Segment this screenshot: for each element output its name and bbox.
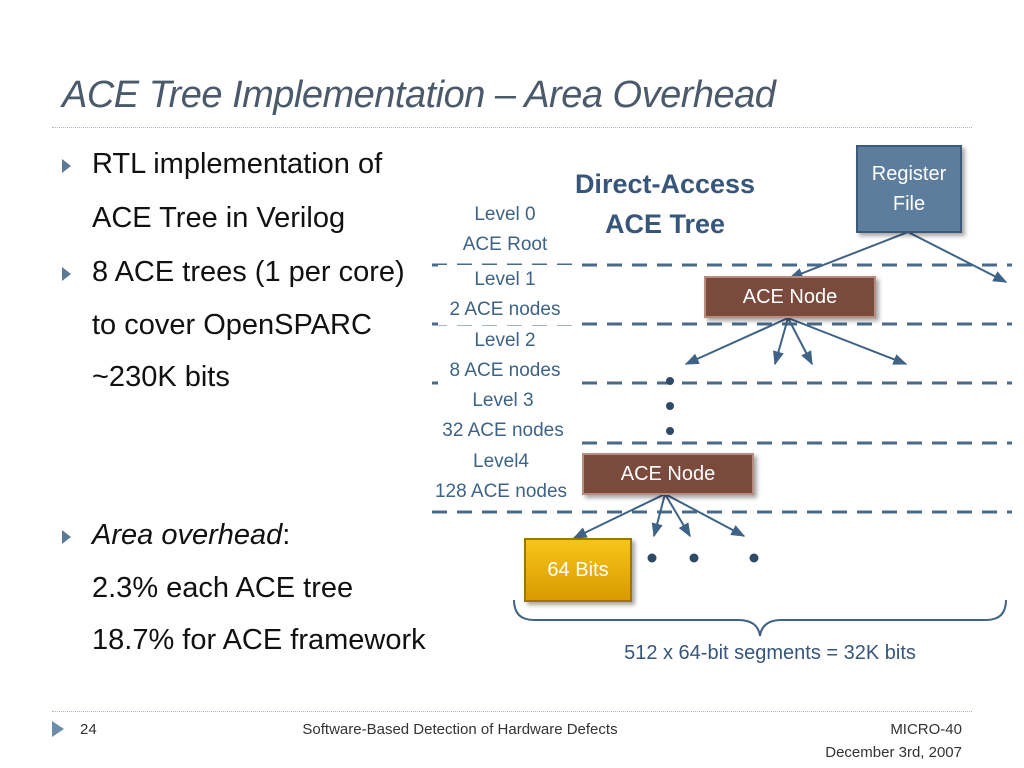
level-1-label: Level 1 2 ACE nodes [438,265,572,325]
title-divider [52,127,972,128]
bullet-arrow-icon [62,159,71,173]
level-2-desc: 8 ACE nodes [449,360,561,381]
footer-conference: MICRO-40 [890,721,962,738]
64-bits-box: 64 Bits [524,538,632,602]
bullet-3-line-1: Area overhead: [92,519,290,552]
ellipsis-dot [666,427,674,435]
segments-caption: 512 x 64-bit segments = 32K bits [624,642,916,664]
bullet-1-line-2: ACE Tree in Verilog [92,202,346,234]
area-overhead-emphasis: Area overhead [92,519,283,551]
level-2-name: Level 2 [474,330,536,351]
tree-edge-arrow [787,317,908,365]
level-4-name: Level4 [473,451,529,472]
bullet-1-line-1: RTL implementation of [92,148,383,180]
tree-edge-arrow [572,493,666,539]
level-3-label: Level 3 32 ACE nodes [432,386,574,446]
bullet-3-line-3: 18.7% for ACE framework [92,624,426,656]
level-3-name: Level 3 [472,390,534,411]
tree-edge-arrow [664,493,691,538]
footer-title: Software-Based Detection of Hardware Def… [302,721,618,738]
ellipsis-dot [689,553,699,563]
slide-title: ACE Tree Implementation – Area Overhead [62,74,776,116]
level-1-name: Level 1 [474,269,536,290]
tree-edge-arrow [684,317,789,365]
tree-edge-arrow [787,317,813,366]
tree-edge-arrow [651,493,666,538]
ellipsis-dot [666,377,674,385]
level-4-label: Level4 128 ACE nodes [426,447,576,507]
register-file-box: Register File [856,145,962,233]
ace-node-label: ACE Node [620,462,716,485]
level-2-label: Level 2 8 ACE nodes [438,326,572,386]
footer-arrow-icon [52,721,64,737]
tree-edge-arrow [907,231,1008,283]
diagram-heading-line-1: Direct-Access [574,169,756,199]
tree-edge-arrow [664,493,746,537]
level-4-desc: 128 ACE nodes [434,481,568,502]
ellipsis-dot [666,402,674,410]
ace-node-label: ACE Node [742,285,838,308]
64-bits-label: 64 Bits [547,558,609,581]
level-3-desc: 32 ACE nodes [442,420,564,441]
tree-edge-arrow [788,231,909,279]
ace-node-level-1: ACE Node [704,276,876,318]
register-file-label-line-1: Register [871,163,947,185]
diagram-heading-line-2: ACE Tree [604,209,726,239]
segments-brace [513,599,1007,637]
level-1-desc: 2 ACE nodes [449,299,561,320]
register-file-label-line-2: File [892,193,926,215]
bullet-arrow-icon [62,267,71,281]
ellipsis-dot [749,553,759,563]
area-overhead-colon: : [282,519,291,551]
footer-divider [52,711,972,712]
footer-date: December 3rd, 2007 [825,744,962,761]
level-0-desc: ACE Root [462,234,548,255]
bullet-3-line-2: 2.3% each ACE tree [92,572,354,604]
page-number: 24 [80,721,97,738]
level-0-label: Level 0 ACE Root [438,200,572,260]
bullet-2-line-3: ~230K bits [92,361,230,393]
diagram-heading: Direct-Access ACE Tree [560,164,770,244]
level-0-name: Level 0 [474,204,536,225]
bullet-arrow-icon [62,530,71,544]
bullet-2-line-1: 8 ACE trees (1 per core) [92,256,405,288]
tree-edge-arrow [773,317,789,366]
ellipsis-dot [647,553,657,563]
ace-node-level-4: ACE Node [582,453,754,495]
bullet-2-line-2: to cover OpenSPARC [92,309,372,341]
